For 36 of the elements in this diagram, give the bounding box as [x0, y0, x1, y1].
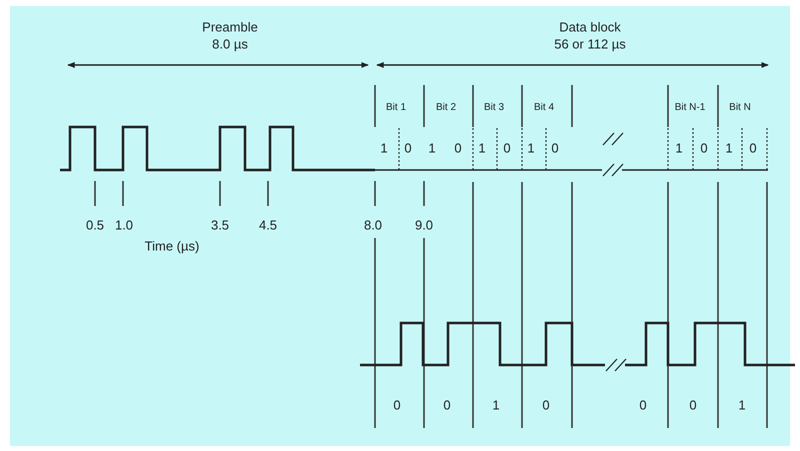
time-value: 9.0 — [414, 218, 434, 232]
time-value: 0.5 — [86, 218, 104, 232]
time-value: 8.0 — [364, 218, 382, 232]
chip-value: 1 — [478, 142, 486, 154]
chip-value: 0 — [749, 142, 757, 154]
time-value: 1.0 — [114, 218, 134, 232]
duration-label: 8.0 µs — [212, 38, 248, 50]
bit-label: Bit 3 — [484, 103, 504, 113]
bit-value: 0 — [393, 398, 401, 412]
section-title: Data block — [559, 20, 621, 34]
bit-label: Bit 2 — [436, 103, 456, 113]
axis-label: Time (µs) — [144, 240, 200, 252]
bit-value: 0 — [542, 398, 550, 412]
chip-value: 1 — [527, 142, 535, 154]
bit-value: 1 — [738, 398, 746, 412]
chip-value: 1 — [725, 142, 733, 154]
chip-value: 0 — [700, 142, 708, 154]
bit-value: 0 — [639, 398, 647, 412]
bit-label: Bit N — [729, 103, 751, 113]
time-value: 4.5 — [258, 218, 278, 232]
chip-value: 0 — [454, 142, 462, 154]
chip-value: 0 — [503, 142, 511, 154]
chip-value: 1 — [428, 142, 436, 154]
chip-value: 0 — [404, 142, 412, 154]
bit-value: 0 — [443, 398, 451, 412]
bit-label: Bit 4 — [534, 103, 554, 113]
chip-value: 1 — [380, 142, 388, 154]
section-title: Preamble — [202, 20, 258, 34]
duration-label: 56 or 112 µs — [554, 38, 626, 50]
bit-label: Bit N-1 — [674, 103, 706, 113]
chip-value: 1 — [675, 142, 683, 154]
time-value: 3.5 — [210, 218, 230, 232]
bit-label: Bit 1 — [386, 103, 406, 113]
chip-value: 0 — [551, 142, 559, 154]
bit-value: 0 — [689, 398, 697, 412]
bit-value: 1 — [492, 398, 500, 412]
